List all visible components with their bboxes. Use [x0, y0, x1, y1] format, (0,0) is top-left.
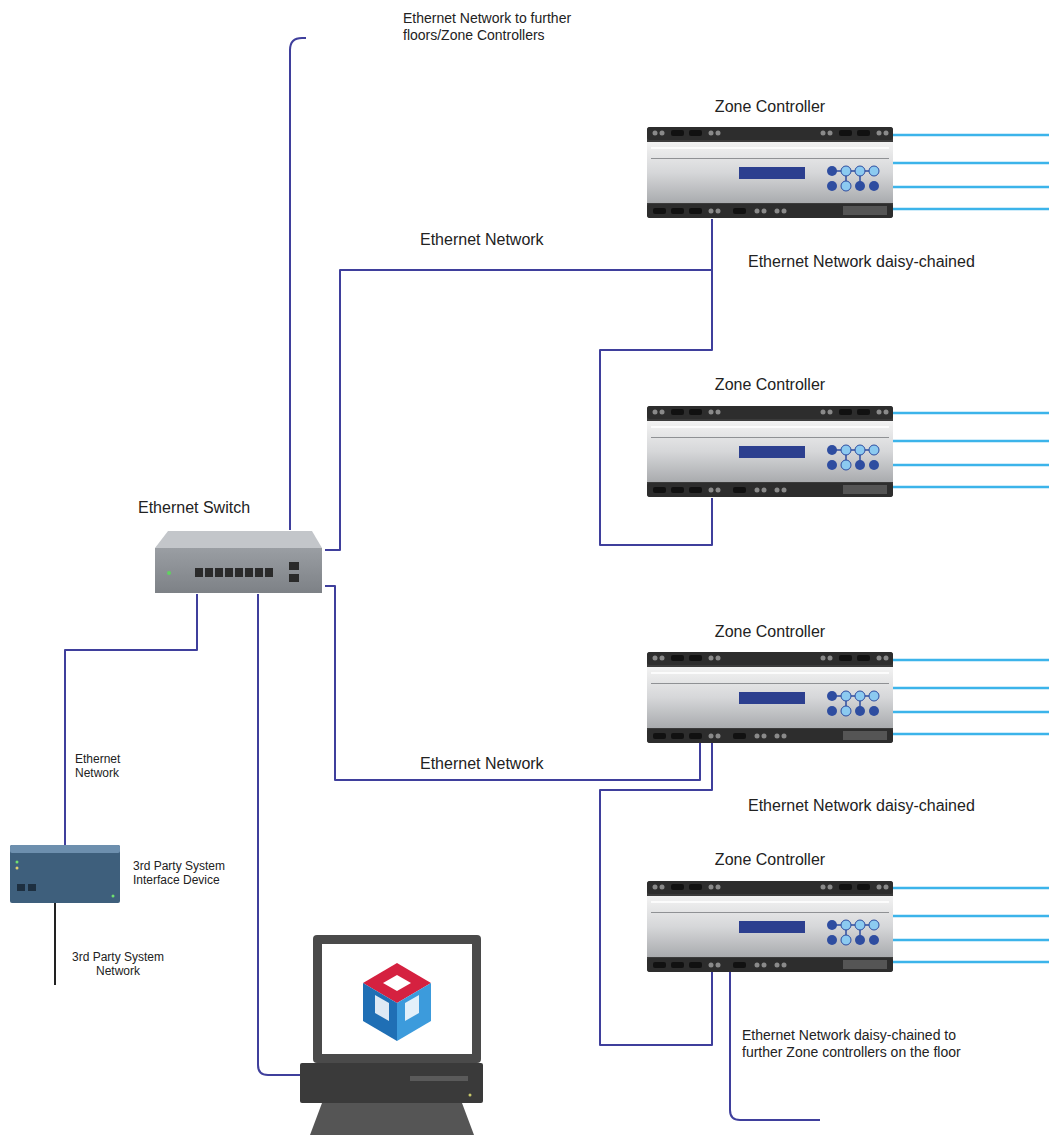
ethernet-cable [325, 219, 712, 550]
switch-device [155, 531, 322, 593]
zone-controller: Zone Controller [647, 622, 895, 743]
node-heading: Zone Controller [647, 375, 893, 394]
zone-controller: Zone Controller [647, 850, 895, 972]
node-heading: Ethernet Switch [138, 498, 288, 517]
ethernet-cable [325, 586, 700, 780]
ethernet-switch: Ethernet Switch [135, 496, 325, 594]
cable-label: Ethernet Network [418, 754, 546, 773]
network-note: 3rd Party System Network [60, 950, 176, 979]
network-note: Ethernet Network to further floors/Zone … [401, 10, 620, 44]
ethernet-cable [600, 219, 712, 545]
network-note: Ethernet Network daisy-chained to furthe… [740, 1027, 994, 1061]
ethernet-cable [600, 743, 712, 1045]
computer [300, 935, 483, 1135]
node-heading: Zone Controller [647, 850, 893, 869]
cable-label: Ethernet Network daisy-chained [746, 252, 977, 271]
node-heading: 3rd Party System Interface Device [133, 859, 251, 888]
cable-label: Ethernet Network daisy-chained [746, 796, 977, 815]
zone-controller-device [647, 406, 893, 497]
zone-controller-device [647, 127, 893, 218]
zone-controller: Zone Controller [647, 375, 895, 498]
node-heading: Zone Controller [647, 97, 893, 116]
interface-device: 3rd Party System Interface Device [10, 845, 255, 903]
node-heading: Zone Controller [647, 622, 893, 641]
zone-controller-device [647, 652, 893, 743]
ethernet-cable [65, 594, 197, 845]
zone-controller-device [647, 881, 893, 972]
cable-label: Ethernet Network [73, 752, 157, 781]
interface-device [10, 845, 120, 903]
cable-label: Ethernet Network [418, 230, 546, 249]
zone-controller: Zone Controller [647, 97, 895, 219]
